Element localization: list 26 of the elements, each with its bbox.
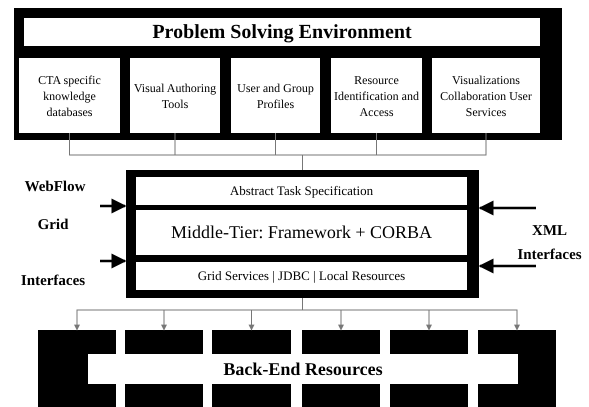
layer-box: Middle-Tier: Framework + CORBA — [136, 210, 467, 255]
input-label: WebFlow — [10, 176, 100, 198]
resource-bar — [125, 330, 203, 407]
input-arrow — [100, 254, 126, 268]
input-arrow — [100, 198, 126, 214]
component-box: Visualizations Collaboration User Services — [432, 58, 540, 133]
component-box: User and Group Profiles — [231, 58, 320, 133]
component-box: CTA specific knowledge databases — [19, 58, 120, 133]
input-label: Interfaces — [20, 272, 86, 290]
resource-bar — [38, 330, 116, 407]
layer-box: Grid Services | JDBC | Local Resources — [136, 262, 467, 290]
input-label: XML Interfaces — [510, 218, 589, 268]
connector — [302, 298, 520, 331]
input-arrow — [478, 258, 536, 274]
input-arrow — [478, 200, 536, 216]
component-box: Resource Identification and Access — [331, 58, 422, 133]
band-label: Back-End Resources — [223, 356, 383, 382]
resource-bar — [390, 330, 468, 407]
component-box: Visual Authoring Tools — [130, 58, 220, 133]
layer-box: Abstract Task Specification — [136, 177, 467, 205]
environment-panel — [14, 8, 562, 140]
middle-tier-panel — [126, 170, 479, 298]
input-label: Grid — [38, 216, 68, 235]
connector — [302, 132, 486, 170]
panel-title: Problem Solving Environment — [24, 18, 540, 46]
resource-bar — [478, 330, 556, 407]
